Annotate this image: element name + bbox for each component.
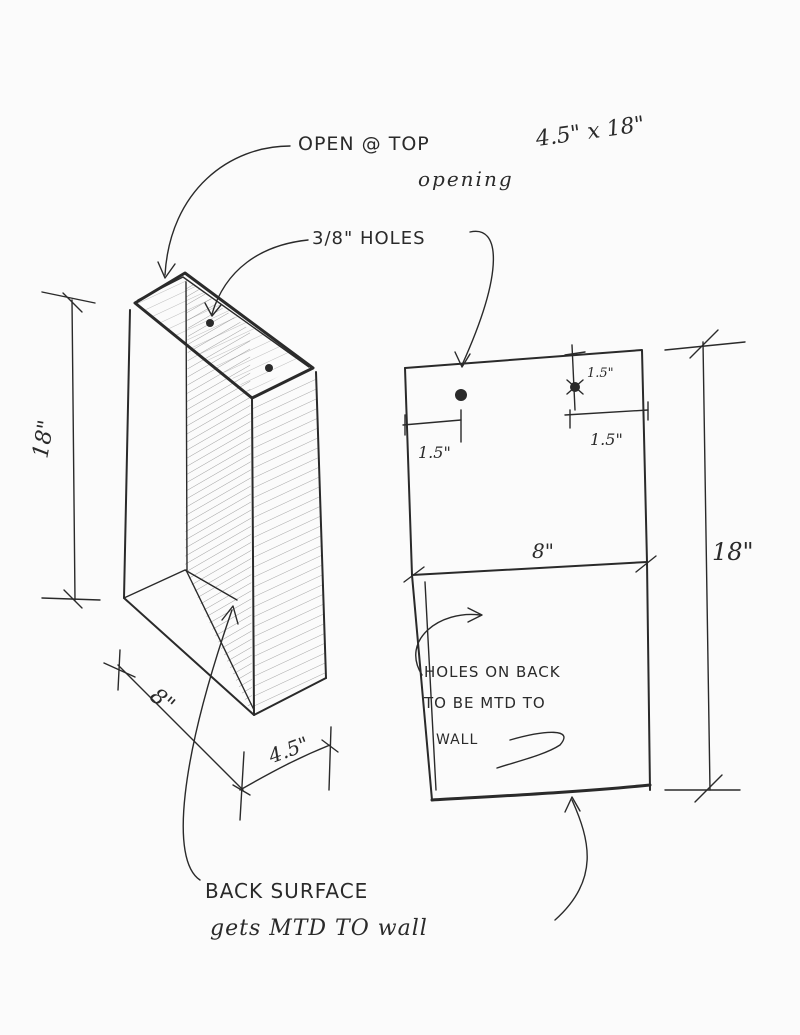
box-front-left-edge (123, 309, 131, 599)
height-dimension-left (41, 291, 101, 609)
height-dimension-right (664, 329, 746, 803)
open-top-arrow (164, 145, 291, 276)
note-line-3: WALL (436, 732, 478, 748)
note-line-1: HOLES ON BACK (424, 663, 561, 681)
back-width-label: 8" (532, 539, 554, 563)
box-isometric (123, 271, 327, 716)
height-label-right: 18" (712, 538, 754, 566)
opening-size-label: 4.5" x 18" (533, 112, 646, 152)
holes-arrow-right (461, 230, 495, 366)
back-surface-arrow-right (554, 799, 588, 921)
holes-arrow-left (211, 239, 309, 315)
top-face-shading (135, 278, 305, 392)
box-front-right-edge (251, 397, 255, 716)
top-hole-right (265, 364, 273, 372)
holes-label: 3/8" HOLES (312, 228, 426, 249)
side-face-shading (252, 372, 325, 712)
width-dimension (232, 726, 339, 821)
top-hole-left (206, 319, 214, 327)
hole-dimensions (402, 344, 649, 443)
note-line-2: TO BE MTD TO (423, 694, 546, 712)
box-back-right-edge (315, 371, 327, 679)
hole-left-offset-label: 1.5" (418, 443, 451, 462)
open-top-label: OPEN @ TOP (298, 133, 430, 155)
box-bottom-front (123, 597, 327, 716)
inner-back-shading (185, 278, 252, 715)
back-panel (404, 349, 652, 802)
depth-dimension (103, 649, 244, 791)
back-hole-left (455, 389, 467, 401)
width-label: 4.5" (264, 731, 312, 768)
bottom-label-line-1: BACK SURFACE (205, 879, 368, 903)
back-surface-arrow-left (182, 609, 233, 881)
opening-label: opening (418, 167, 514, 191)
bottom-label-line-2: gets MTD TO wall (210, 916, 428, 941)
hole-right-offset-label: 1.5" (590, 430, 623, 449)
top-face-outline (133, 271, 315, 400)
depth-label: 8" (145, 684, 180, 719)
height-label-left: 18" (28, 418, 59, 460)
hole-top-offset-label: 1.5" (587, 366, 614, 381)
